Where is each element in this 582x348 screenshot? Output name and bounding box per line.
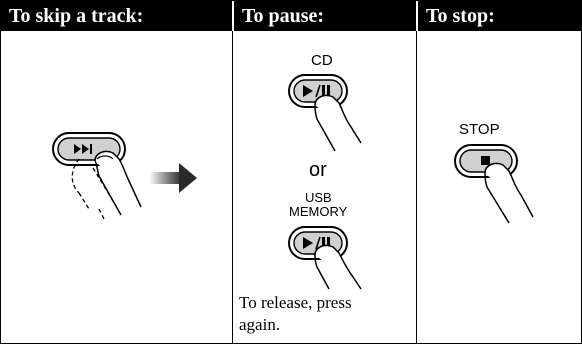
column-divider [416,31,417,343]
play-pause-icon [303,84,330,98]
header-stop: To stop: [426,5,495,27]
pause-illustration [288,74,362,290]
stop-cell: STOP [417,31,581,343]
release-text-line2: again. [239,315,281,334]
next-track-icon [74,144,92,154]
stop-illustration [454,144,534,224]
finger-icon [314,94,362,152]
or-label: or [309,159,327,181]
finger-icon [94,150,142,216]
header-row: To skip a track: To pause: To stop: [1,1,581,31]
finger-icon [314,244,362,290]
pause-cell: CD [233,31,416,343]
header-pause: To pause: [242,5,325,27]
finger-icon [484,162,534,224]
stop-icon [481,156,490,165]
usb-label-line2: MEMORY [289,204,348,219]
right-arrow-icon [149,163,197,193]
skip-track-illustration [52,132,197,222]
play-pause-icon [303,236,330,250]
stop-label: STOP [459,121,500,138]
cd-label: CD [311,52,333,69]
skip-track-cell [1,31,232,343]
header-divider [232,1,234,31]
header-divider [416,1,418,31]
release-text-line1: To release, press [239,293,352,312]
usb-label-line1: USB [305,190,332,205]
column-divider [232,31,233,343]
header-skip-track: To skip a track: [9,5,144,27]
